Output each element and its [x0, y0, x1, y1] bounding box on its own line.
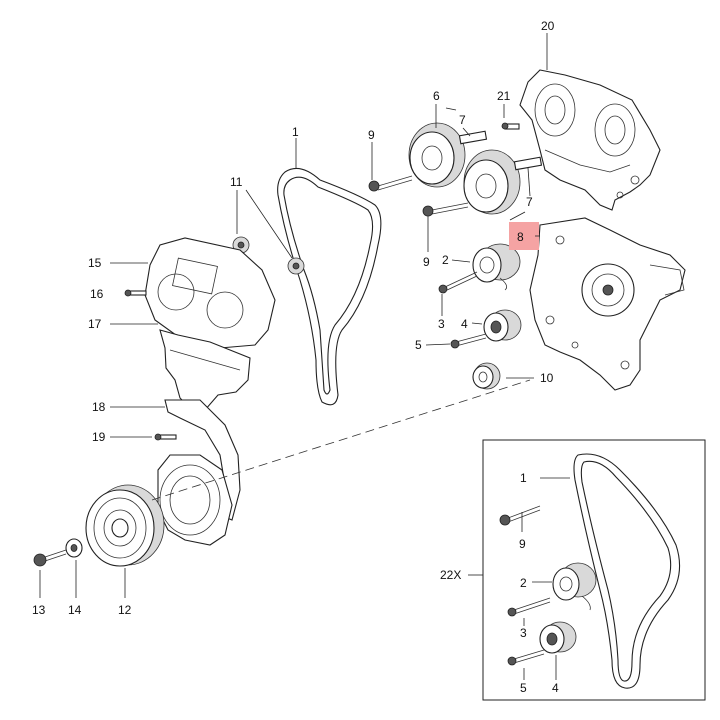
inset-bolt-5	[507, 649, 545, 666]
cam-stud-upper	[458, 130, 488, 145]
washer	[65, 538, 83, 558]
label-6: 6	[433, 89, 440, 103]
inset-label-1: 1	[520, 471, 527, 485]
label-18: 18	[92, 400, 106, 414]
label-10: 10	[540, 371, 554, 385]
tensioner	[472, 243, 521, 291]
label-11: 11	[230, 175, 243, 189]
inset-tensioner	[552, 562, 597, 611]
tensioner-bolt	[438, 271, 478, 294]
label-8: 8	[517, 230, 524, 244]
label-19: 19	[92, 430, 106, 444]
inset-bolt-3	[507, 597, 551, 617]
crank-cover	[157, 454, 233, 546]
part-8-highlight	[509, 222, 539, 250]
label-20: 20	[541, 19, 555, 33]
part-11-spacers	[232, 236, 305, 275]
label-7-lower: 7	[526, 195, 533, 209]
cam-sprocket-rear	[408, 122, 466, 188]
inset-22x	[468, 439, 706, 701]
label-3: 3	[438, 317, 445, 331]
cam-sprocket-front	[463, 149, 521, 215]
bolt-19	[154, 433, 177, 441]
inset-callout-label: 22X	[440, 568, 461, 582]
inset-idler	[539, 621, 577, 654]
label-9-lower: 9	[423, 255, 430, 269]
bolt-16	[124, 289, 147, 297]
crankshaft-pulley	[85, 484, 165, 567]
inset-label-4: 4	[552, 681, 559, 695]
inset-bolt-9	[499, 505, 541, 526]
label-16: 16	[90, 287, 104, 301]
timing-belt	[277, 167, 382, 406]
front-housing	[529, 217, 686, 391]
label-7-upper: 7	[459, 113, 466, 127]
lower-front-cover	[159, 329, 251, 411]
idler-bolt	[450, 333, 487, 349]
leader-lines	[39, 33, 548, 598]
label-17: 17	[88, 317, 102, 331]
label-13: 13	[32, 603, 46, 617]
bolt-9-upper	[368, 175, 413, 192]
label-21: 21	[497, 89, 511, 103]
label-1: 1	[292, 125, 299, 139]
rear-timing-cover	[519, 69, 661, 211]
label-9-upper: 9	[368, 128, 375, 142]
label-12: 12	[118, 603, 132, 617]
bolt-21	[501, 122, 520, 130]
label-2: 2	[442, 253, 449, 267]
label-4: 4	[461, 317, 468, 331]
inset-label-2: 2	[520, 576, 527, 590]
crank-axis-line	[151, 379, 531, 501]
inset-timing-belt	[573, 453, 681, 689]
label-14: 14	[68, 603, 82, 617]
upper-front-cover	[144, 237, 276, 349]
inset-label-9: 9	[519, 537, 526, 551]
cam-stud-lower	[513, 156, 543, 171]
crank-bolt	[33, 549, 67, 567]
idler-pulley	[483, 309, 522, 342]
inset-label-5: 5	[520, 681, 527, 695]
crank-sprocket	[472, 362, 501, 390]
inset-label-3: 3	[520, 626, 527, 640]
label-15: 15	[88, 256, 102, 270]
label-5: 5	[415, 338, 422, 352]
bolt-9-lower	[422, 202, 469, 217]
